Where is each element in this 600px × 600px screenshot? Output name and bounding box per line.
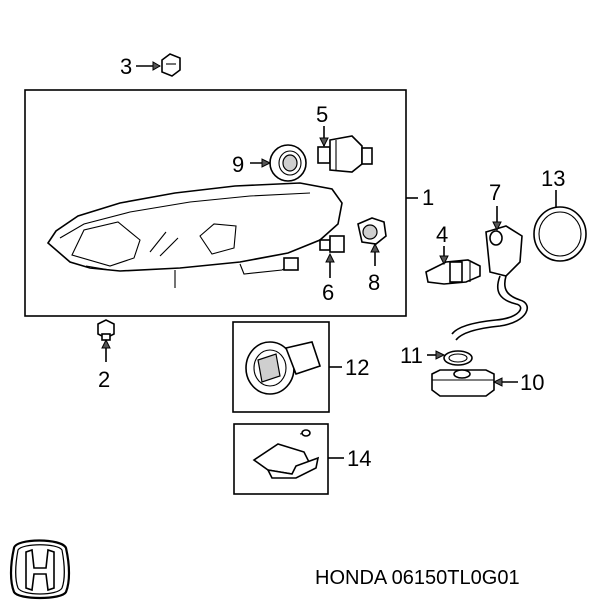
part-12-cover-kit — [245, 341, 322, 395]
callout-13: 13 — [541, 166, 565, 191]
part-14-bracket-kit — [252, 429, 320, 479]
part-10-ballast — [431, 369, 495, 397]
callout-3: 3 — [120, 54, 132, 79]
part-11-o-ring — [443, 350, 473, 366]
callout-12: 12 — [345, 355, 369, 380]
callout-14: 14 — [347, 446, 371, 471]
honda-logo — [9, 539, 71, 600]
callout-2: 2 — [98, 367, 110, 392]
headlight-housing — [46, 182, 343, 288]
callout-6: 6 — [322, 280, 334, 305]
part-5-bulb — [317, 135, 373, 173]
part-14-box — [233, 423, 329, 495]
part-3-bolt — [161, 53, 181, 77]
callout-9: 9 — [232, 152, 244, 177]
part-7-igniter — [451, 225, 529, 341]
callout-11: 11 — [400, 343, 423, 368]
part-number-caption: HONDA 06150TL0G01 — [315, 567, 520, 589]
part-4-hid-bulb — [425, 259, 481, 285]
callout-7: 7 — [489, 180, 501, 205]
headlight-assembly-frame — [24, 89, 407, 317]
part-13-seal-ring — [533, 206, 587, 262]
part-6-bulb — [319, 235, 345, 253]
part-8-socket — [357, 217, 387, 245]
part-2-clip — [97, 319, 115, 341]
callout-10: 10 — [520, 370, 544, 395]
part-9-bulb-seal — [269, 144, 307, 182]
callout-5: 5 — [316, 102, 328, 127]
callout-8: 8 — [368, 270, 380, 295]
callout-4: 4 — [436, 222, 448, 247]
callout-1: 1 — [422, 185, 434, 210]
leader-lines — [101, 61, 557, 459]
